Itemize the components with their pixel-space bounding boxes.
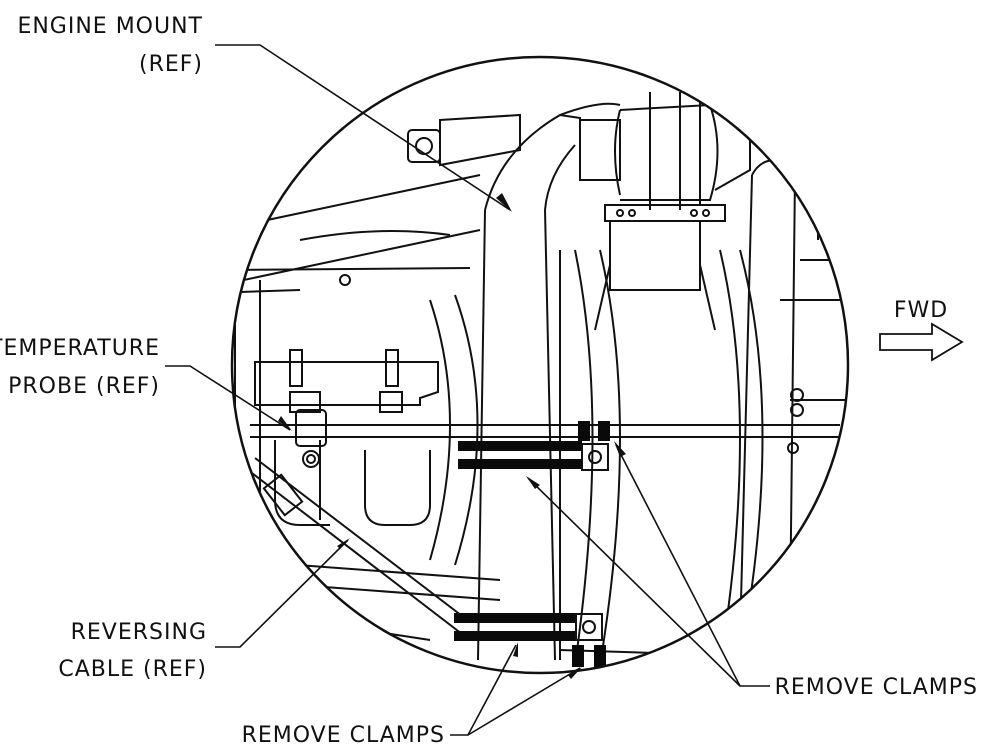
reversing-cable-label-line2: CABLE (REF) [58,657,207,682]
reversing-cable [247,457,471,635]
mount-isolator [579,92,751,331]
fwd-arrow-icon [879,322,964,362]
temperature-probe [250,349,840,526]
upper-clamp [458,421,610,469]
fwd-label: FWD [894,298,948,323]
detail-circle [230,55,850,675]
remove-clamps-bottom-label: REMOVE CLAMPS [242,723,445,748]
temperature-probe-label-line2: PROBE (REF) [8,374,160,399]
engine-mount-label-line2: (REF) [139,52,203,77]
engine-mount-label-line1: ENGINE MOUNT [17,14,203,39]
leader-lines [165,44,770,736]
leader-arrowheads [278,193,626,679]
engine-casing [232,174,848,666]
lower-clamp-block [575,613,603,641]
lower-clamp [454,613,606,667]
remove-clamps-right-label: REMOVE CLAMPS [775,675,978,700]
upper-clamp-block [581,443,609,471]
engine-mount [407,102,621,661]
detail-view [232,92,848,667]
reversing-cable-label-line1: REVERSING [71,620,207,645]
temperature-probe-label-line1: TEMPERATURE [0,336,160,361]
